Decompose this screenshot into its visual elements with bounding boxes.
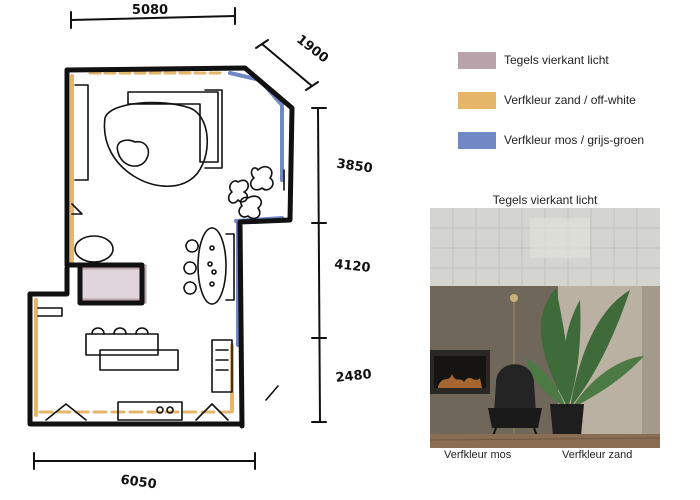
color-legend: Tegels vierkant licht Verfkleur zand / o…: [458, 50, 644, 170]
dim-right-3-label: 2480: [335, 367, 373, 386]
dim-right-1-label: 3850: [336, 157, 374, 177]
photo-caption-right: Verfkleur zand: [562, 449, 633, 461]
legend-item-sand: Verfkleur zand / off-white: [458, 90, 644, 110]
legend-swatch: [458, 51, 496, 69]
legend-label: Verfkleur mos / grijs-groen: [504, 133, 645, 147]
dim-right-2-label: 4120: [334, 257, 372, 276]
reference-photo: [430, 208, 660, 448]
dim-bottom-label: 6050: [120, 473, 158, 493]
legend-swatch: [458, 131, 496, 149]
dim-top-label: 5080: [132, 3, 168, 18]
photo-caption-left: Verfkleur mos: [444, 449, 512, 461]
legend-swatch: [458, 91, 496, 109]
legend-item-tiles: Tegels vierkant licht: [458, 50, 644, 70]
dim-diagonal-label: 1900: [293, 32, 331, 66]
legend-item-moss: Verfkleur mos / grijs-groen: [458, 130, 644, 150]
photo-title: Tegels vierkant licht: [492, 193, 598, 207]
legend-label: Tegels vierkant licht: [504, 53, 609, 67]
legend-label: Verfkleur zand / off-white: [504, 93, 636, 107]
floor-plan: 5080 1900 3850 4120 2480 6050: [27, 3, 374, 493]
